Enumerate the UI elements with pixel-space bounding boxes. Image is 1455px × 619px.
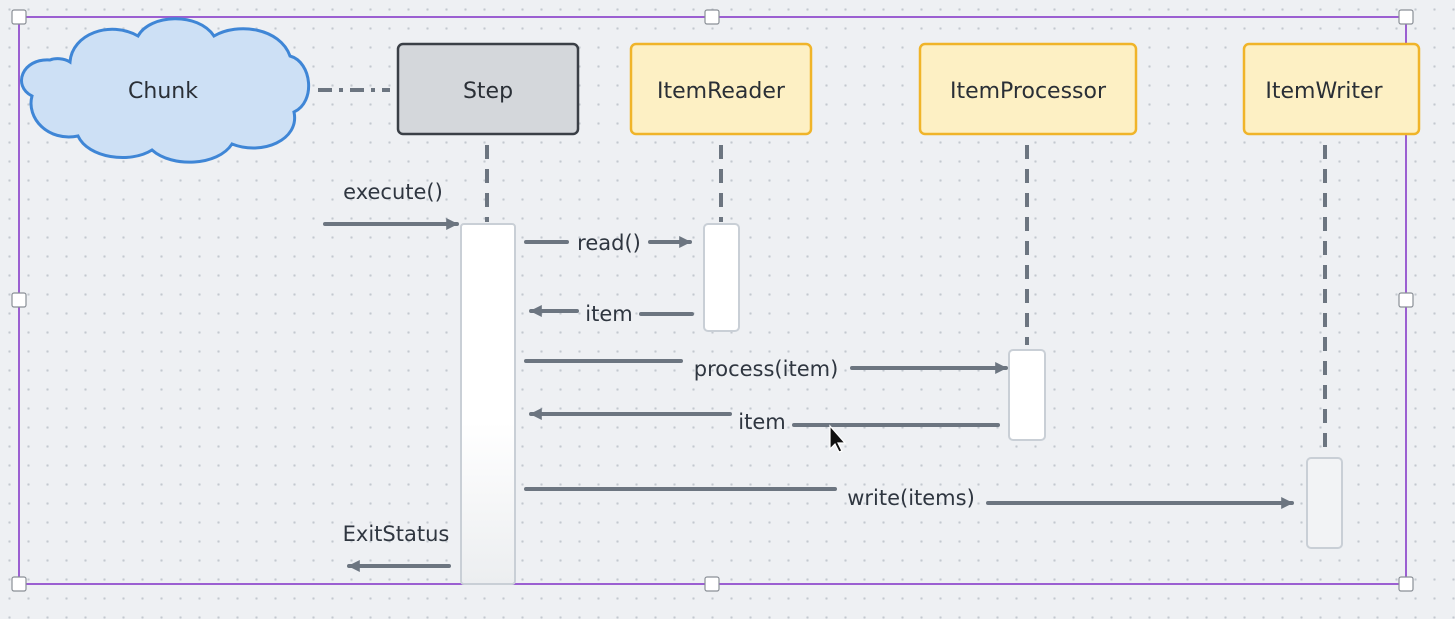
exit-label: ExitStatus <box>343 522 450 546</box>
item-reader-label: ItemReader <box>657 79 786 104</box>
read-label: read() <box>577 231 641 255</box>
write-label: write(items) <box>847 486 975 510</box>
step-box[interactable]: Step <box>396 42 580 136</box>
selection-handles[interactable] <box>11 9 1414 592</box>
item-reader-box[interactable]: ItemReader <box>629 42 813 136</box>
handle-bottom-right[interactable] <box>1398 576 1414 592</box>
activation-processor[interactable] <box>1008 349 1046 441</box>
item-processor-label: ItemProcessor <box>950 79 1107 104</box>
mouse-cursor-icon <box>829 424 847 453</box>
execute-label: execute() <box>343 180 443 204</box>
activation-writer[interactable] <box>1306 457 1343 549</box>
item-processor-box[interactable]: ItemProcessor <box>918 42 1138 136</box>
read-return-label: item <box>585 302 632 326</box>
handle-bottom-left[interactable] <box>11 576 27 592</box>
chunk-cloud[interactable]: Chunk <box>20 17 310 164</box>
chunk-label: Chunk <box>128 79 198 104</box>
handle-bottom-center[interactable] <box>704 576 720 592</box>
step-label: Step <box>463 79 513 104</box>
handle-middle-left[interactable] <box>11 292 27 308</box>
item-writer-box[interactable]: ItemWriter <box>1242 42 1421 136</box>
handle-top-right[interactable] <box>1398 9 1414 25</box>
item-writer-label: ItemWriter <box>1265 79 1383 104</box>
activation-reader[interactable] <box>703 223 740 332</box>
handle-top-left[interactable] <box>11 9 27 25</box>
handle-top-center[interactable] <box>704 9 720 25</box>
handle-middle-right[interactable] <box>1398 292 1414 308</box>
activation-step[interactable] <box>460 223 516 585</box>
process-return-label: item <box>738 410 785 434</box>
process-label: process(item) <box>694 357 839 381</box>
